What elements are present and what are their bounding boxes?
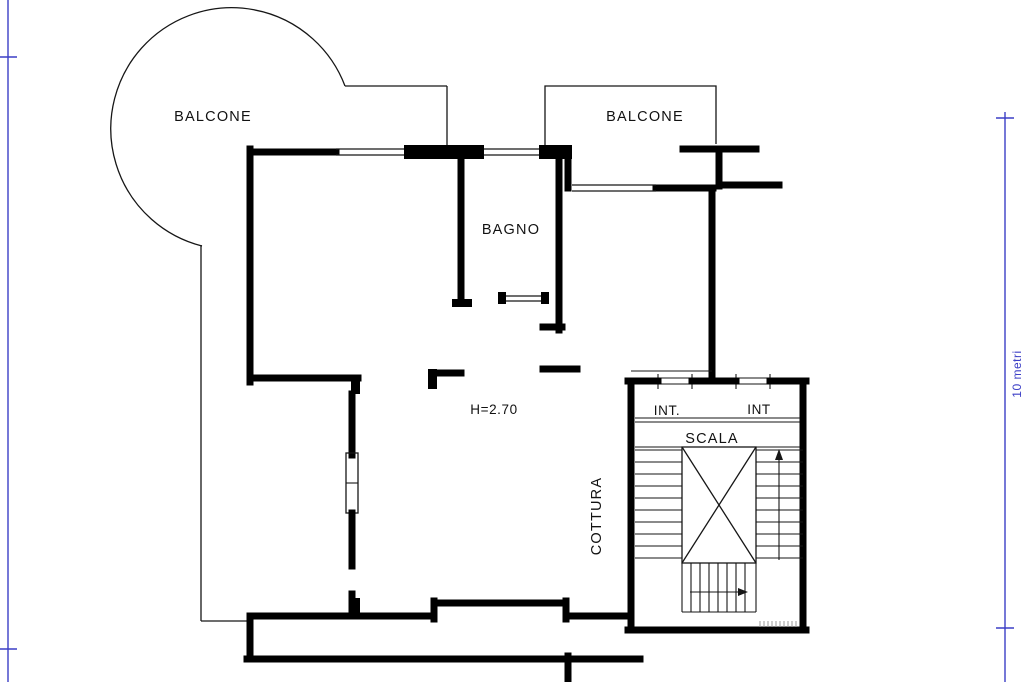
- ruler-left: [0, 0, 17, 682]
- balcony-arc: [110, 7, 346, 247]
- door-jamb-1: [351, 375, 360, 394]
- balcony-right-outline: [544, 85, 717, 150]
- walls: [243, 145, 783, 682]
- ruler-right: 10 metri: [996, 112, 1024, 682]
- label-balcone-right: BALCONE: [606, 109, 684, 125]
- staircase-block: [624, 370, 810, 634]
- stair-hatch-strip: [759, 621, 797, 627]
- stair-run-arrow-head: [738, 588, 748, 596]
- label-scala: SCALA: [685, 431, 739, 447]
- label-int-left: INT.: [654, 403, 680, 418]
- stair-shaft: [681, 446, 757, 564]
- stair-up-arrow-head: [775, 449, 783, 460]
- stair-bottom-flight: [681, 563, 757, 613]
- windows: [336, 148, 656, 192]
- wall-bagno-left-foot: [452, 299, 472, 307]
- balcony-curved: [110, 7, 448, 622]
- bagno-door-jamb-right: [541, 292, 549, 304]
- label-int-right: INT: [747, 402, 771, 417]
- stair-left-flight: [635, 449, 682, 559]
- door-jamb-3: [352, 598, 360, 616]
- label-balcone-left: BALCONE: [174, 109, 252, 125]
- labels: BALCONE BALCONE BAGNO H=2.70 INT. INT SC…: [174, 109, 771, 555]
- bagno-door-jamb-left: [498, 292, 506, 304]
- wall-pier: [404, 145, 484, 159]
- stair-direction-arrows: [690, 449, 783, 596]
- balcony-right: [544, 85, 717, 150]
- stair-shaft-outline: [681, 446, 757, 564]
- label-bagno: BAGNO: [482, 222, 540, 238]
- doors: [498, 292, 771, 389]
- scale-label: 10 metri: [1010, 350, 1024, 397]
- stair-shaft-diagonal-2: [681, 446, 757, 564]
- label-cottura: COTTURA: [589, 477, 605, 555]
- door-jamb-2: [428, 369, 437, 389]
- label-height: H=2.70: [470, 402, 518, 417]
